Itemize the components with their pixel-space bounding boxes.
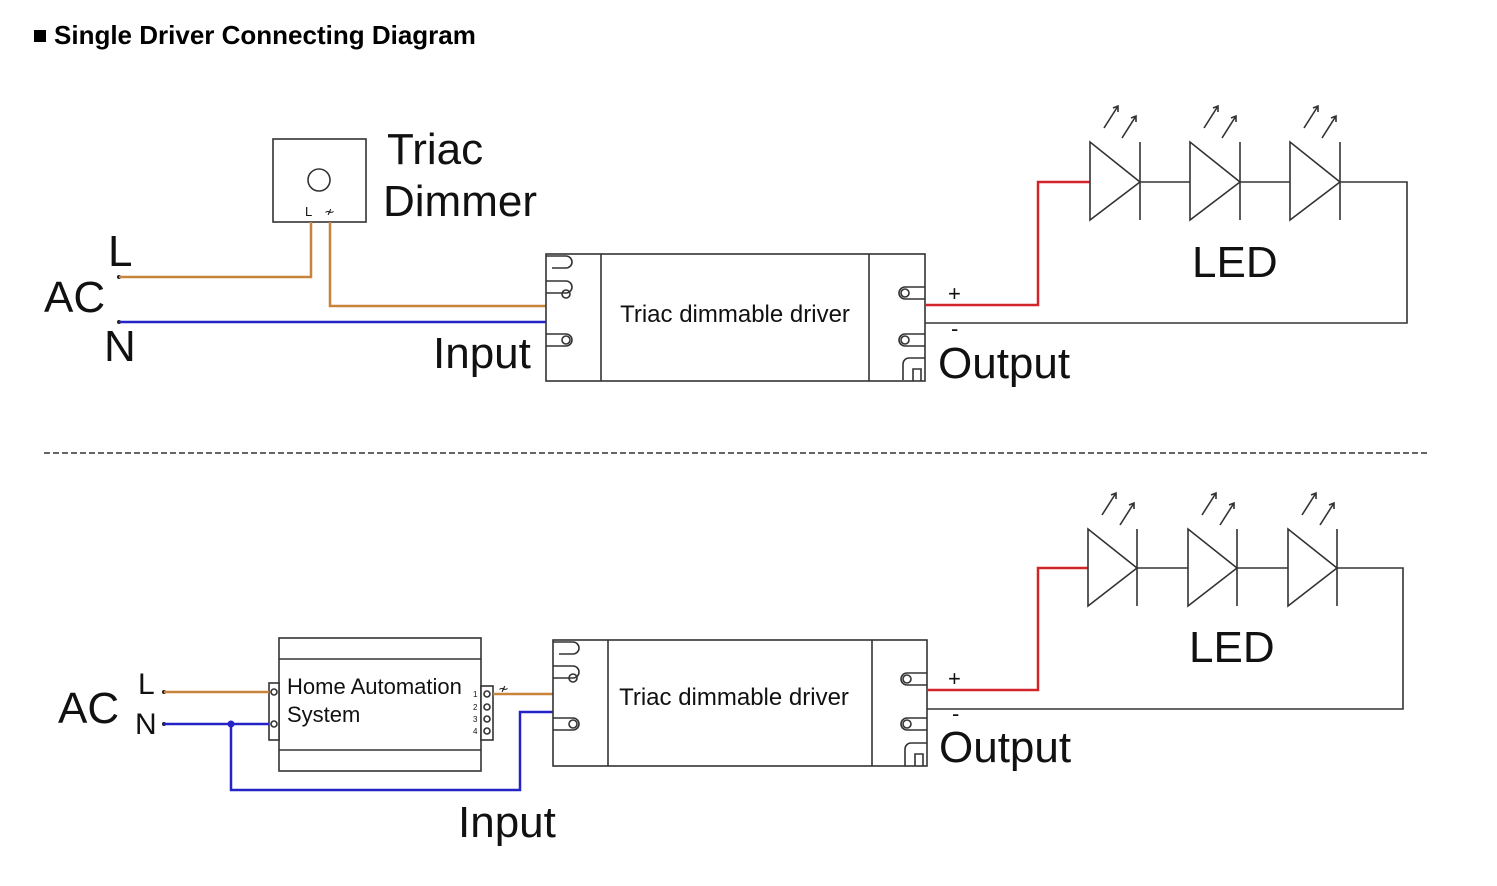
input-label: Input	[433, 329, 531, 378]
led-3	[1289, 104, 1342, 222]
plus-sign: +	[948, 281, 961, 306]
led-2-1	[1087, 491, 1139, 608]
title-bullet	[34, 30, 46, 42]
l-label: L	[108, 227, 132, 276]
dimmer-terminal-l: L	[305, 204, 312, 219]
ac-label-2: AC	[58, 684, 119, 733]
system-label-line2: System	[287, 702, 360, 727]
led-label: LED	[1192, 238, 1278, 287]
terminal-4: 4	[473, 727, 478, 736]
dimmed-live-wire	[328, 222, 546, 308]
l-label-2: L	[138, 668, 155, 701]
diagram-2: AC L N 1 2 3 4 ≁ Home Automation System	[58, 491, 1404, 847]
neutral-branch-wire	[229, 710, 553, 792]
diagram-1: L ≁ Triac Dimmer L AC N	[44, 104, 1408, 388]
minus-sign-2: -	[952, 701, 959, 726]
live-wire	[119, 222, 313, 279]
n-label: N	[104, 322, 136, 371]
dimmer-terminal-dim-icon: ≁	[324, 204, 335, 219]
terminal-3: 3	[473, 715, 478, 724]
positive-wire	[925, 180, 1090, 307]
led-1	[1089, 104, 1142, 222]
led-2	[1189, 104, 1242, 222]
ac-label: AC	[44, 273, 105, 322]
plus-sign-2: +	[948, 666, 961, 691]
output-label-2: Output	[939, 723, 1071, 772]
dim-output-icon: ≁	[498, 681, 509, 696]
negative-wire-2	[927, 567, 1404, 710]
dimmer-label-dimmer: Dimmer	[383, 177, 537, 226]
dimmer-label-triac: Triac	[387, 125, 483, 174]
positive-wire-2	[927, 566, 1088, 692]
led-label-2: LED	[1189, 623, 1275, 672]
triac-dimmable-driver: Triac dimmable driver	[545, 253, 926, 382]
driver-label: Triac dimmable driver	[620, 301, 850, 328]
led-2-3	[1287, 491, 1339, 608]
output-label: Output	[938, 339, 1070, 388]
system-label-line1: Home Automation	[287, 674, 462, 699]
home-automation-system: 1 2 3 4 ≁ Home Automation System	[268, 637, 509, 772]
led-2-2	[1187, 491, 1239, 608]
triac-dimmer: L ≁	[272, 138, 367, 223]
n-label-2: N	[135, 708, 157, 741]
terminal-1: 1	[473, 690, 478, 699]
minus-sign: -	[951, 316, 958, 341]
negative-wire	[925, 181, 1408, 324]
input-label-2: Input	[458, 798, 556, 847]
triac-dimmable-driver-2: Triac dimmable driver	[552, 639, 928, 767]
terminal-2: 2	[473, 703, 478, 712]
page-title: Single Driver Connecting Diagram	[54, 20, 476, 50]
driver-label-2: Triac dimmable driver	[619, 684, 849, 711]
